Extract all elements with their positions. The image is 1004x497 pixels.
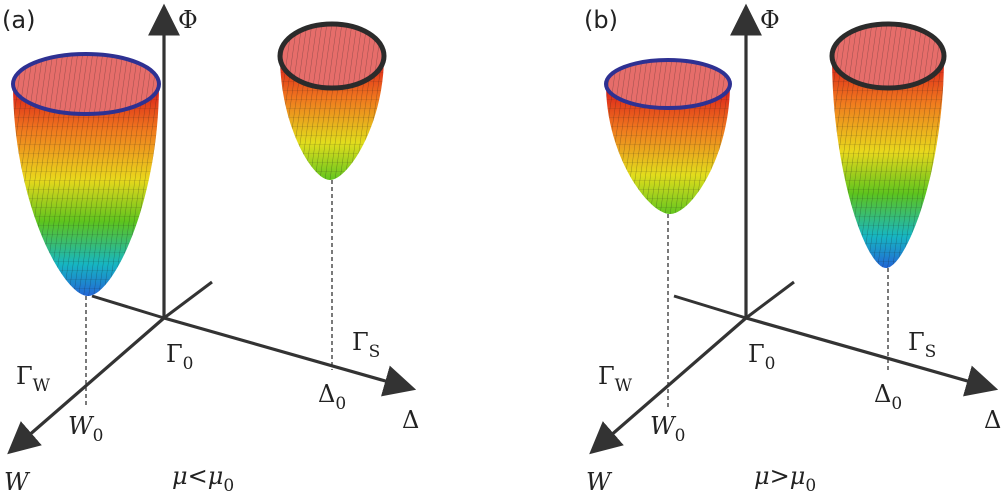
condition-label: μ<μ0 (172, 462, 234, 496)
delta-axis (163, 316, 417, 397)
w-axis-label: W (586, 468, 613, 496)
delta-axis-label: Δ (984, 406, 1001, 434)
w0-label: W0 (650, 412, 686, 446)
gamma-s-label: ΓS (352, 328, 380, 362)
delta-axis-back (673, 294, 747, 320)
delta0-label: Δ0 (874, 380, 902, 414)
delta-axis-label: Δ (402, 406, 419, 434)
phi-axis-label: Φ (178, 6, 198, 34)
gamma-s-bowl (277, 21, 387, 180)
panel-label: (b) (584, 6, 618, 34)
condition-label: μ>μ0 (754, 462, 816, 496)
delta-axis (745, 316, 999, 397)
w-axis (589, 316, 748, 455)
panel-label: (a) (2, 6, 35, 34)
delta-axis-back (91, 294, 165, 320)
gamma-w-bowl (604, 58, 732, 214)
delta0-label: Δ0 (318, 380, 346, 414)
w-axis-back (163, 280, 213, 320)
gamma-w-label: ΓW (598, 362, 633, 396)
gamma-s-bowl (829, 21, 947, 268)
w-axis-label: W (4, 468, 31, 496)
w-axis-back (745, 280, 795, 320)
gamma-w-bowl (11, 52, 161, 296)
origin-label: Γ0 (748, 340, 775, 374)
gamma-s-label: ΓS (908, 328, 936, 362)
origin-label: Γ0 (166, 340, 193, 374)
w-axis (7, 316, 166, 455)
phi-axis-label: Φ (760, 6, 780, 34)
gamma-w-label: ΓW (16, 362, 51, 396)
w0-label: W0 (68, 412, 104, 446)
